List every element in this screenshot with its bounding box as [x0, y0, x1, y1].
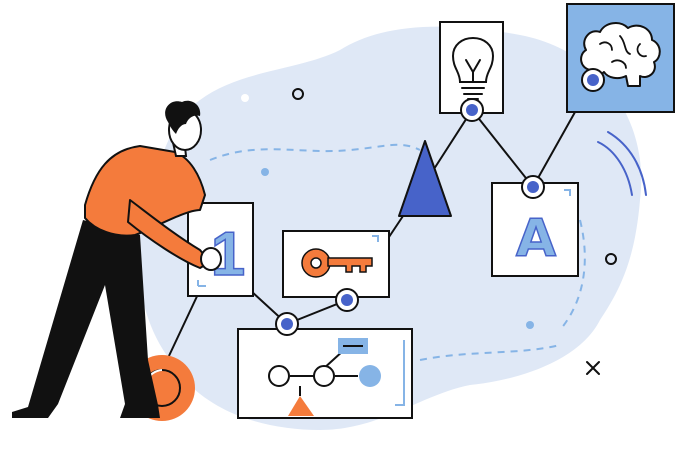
number-card: 1	[187, 202, 254, 297]
network-nodes	[275, 68, 605, 336]
person	[12, 100, 222, 418]
key-icon	[301, 248, 373, 278]
dashed-curve-bottom	[419, 344, 561, 361]
lightbulb-card	[439, 21, 504, 114]
node-brain	[581, 68, 605, 92]
sparkle-icon	[586, 361, 600, 375]
node-key	[335, 288, 359, 312]
signal-lines	[597, 131, 647, 196]
person-sweater	[84, 145, 206, 237]
number-card-digit: 1	[211, 220, 245, 289]
letter-card-letter: A	[516, 209, 556, 269]
key-card	[282, 230, 390, 298]
letter-card: A	[491, 182, 579, 277]
person-legs	[12, 220, 160, 418]
person-hand	[200, 247, 222, 271]
node-lightbulb	[460, 98, 484, 122]
flowchart-icon	[268, 338, 381, 416]
person-hair	[165, 100, 201, 134]
lightbulb-icon	[451, 36, 495, 100]
dot-outline-top	[292, 88, 304, 100]
node-flowchart	[275, 312, 299, 336]
brain-icon	[580, 22, 661, 87]
dot-blue-left	[261, 168, 269, 176]
brain-card	[566, 3, 675, 113]
node-letter	[521, 175, 545, 199]
dot-blue-right	[526, 321, 534, 329]
flowchart-card	[237, 328, 413, 419]
triangle-icon	[398, 140, 452, 217]
dot-white	[241, 94, 249, 102]
dashed-curve-top	[209, 143, 421, 161]
dot-outline-right	[605, 253, 617, 265]
